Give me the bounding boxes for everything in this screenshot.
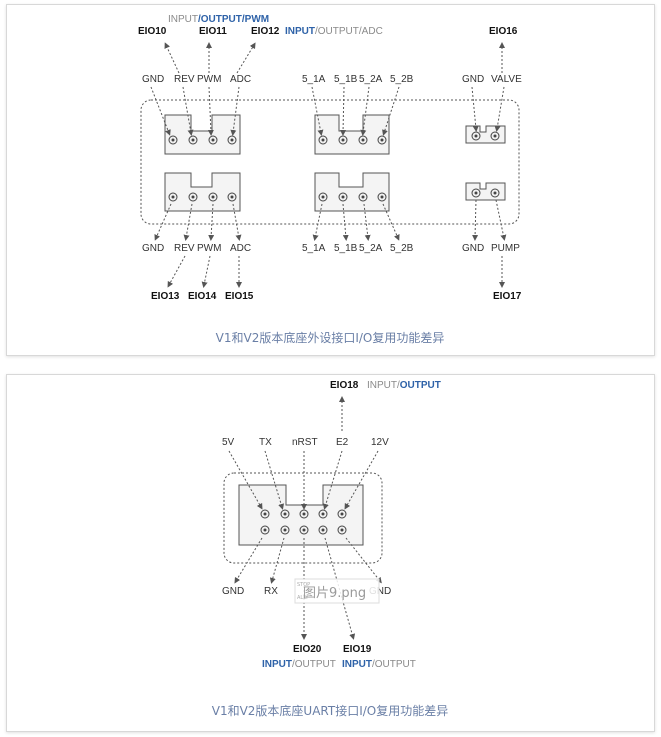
pin-row bbox=[260, 525, 347, 535]
pin-label: nRST bbox=[292, 437, 318, 448]
peripheral-interface-diagram: INPUT/OUTPUT/PWM INPUT/OUTPUT/ADC EIO10 … bbox=[138, 14, 522, 345]
eio-label: EIO15 bbox=[225, 291, 254, 302]
connector-housing bbox=[164, 114, 241, 155]
pin-label: RX bbox=[264, 586, 278, 597]
uart-interface-diagram: EIO18 INPUT/OUTPUT 5V TX nRST E2 12V bbox=[212, 380, 449, 718]
pin-label: 5_2B bbox=[390, 74, 414, 85]
image-watermark: STOP ALLY 图片9.png bbox=[294, 578, 380, 604]
pin-label: GND bbox=[222, 586, 244, 597]
uart-interface-diagram-panel: EIO18 INPUT/OUTPUT 5V TX nRST E2 12V bbox=[6, 374, 655, 732]
pin-leads-top bbox=[228, 450, 379, 510]
eio-label: EIO11 bbox=[199, 26, 227, 37]
lead-line bbox=[201, 255, 211, 288]
pin-label: 5_2A bbox=[359, 74, 383, 85]
eio-label: EIO12 bbox=[251, 26, 280, 37]
board-outline bbox=[140, 99, 520, 225]
pin-row bbox=[168, 131, 500, 145]
pin-label: GND bbox=[462, 74, 484, 85]
eio-label: EIO10 bbox=[138, 26, 167, 37]
diagram-caption: V1和V2版本底座外设接口I/O复用功能差异 bbox=[216, 330, 445, 345]
eio-label: EIO16 bbox=[489, 26, 518, 37]
eio-label: EIO19 bbox=[343, 644, 372, 655]
pin-label: 5V bbox=[222, 437, 235, 448]
pin-label: REV bbox=[174, 74, 195, 85]
pin-label: REV bbox=[174, 243, 195, 254]
lead-line bbox=[236, 42, 256, 74]
connector-housing bbox=[314, 114, 390, 155]
pin-leads-bottom bbox=[154, 199, 507, 241]
pin-label: PUMP bbox=[491, 243, 520, 254]
eio-label: EIO13 bbox=[151, 291, 180, 302]
board-outline bbox=[223, 472, 383, 564]
pin-label: GND bbox=[369, 586, 391, 597]
mode-legend-adc: INPUT/OUTPUT/ADC bbox=[285, 26, 383, 37]
eio-label: EIO17 bbox=[493, 291, 522, 302]
pin-label: 5_1A bbox=[302, 74, 326, 85]
pin-row bbox=[260, 509, 347, 519]
svg-text:图片9.png: 图片9.png bbox=[303, 586, 366, 601]
lead-line bbox=[167, 255, 186, 288]
mode-legend-uart-bottom: INPUT/OUTPUT bbox=[342, 659, 416, 670]
pin-label: PWM bbox=[197, 74, 221, 85]
pin-label: 5_1A bbox=[302, 243, 326, 254]
pin-label: E2 bbox=[336, 437, 349, 448]
eio-label: EIO18 bbox=[330, 380, 359, 391]
pin-label: PWM bbox=[197, 243, 221, 254]
eio-label: EIO20 bbox=[293, 644, 322, 655]
pin-label: GND bbox=[142, 243, 164, 254]
pin-label: GND bbox=[462, 243, 484, 254]
pin-label: 5_1B bbox=[334, 243, 358, 254]
mode-legend-pwm: INPUT/OUTPUT/PWM bbox=[168, 14, 269, 25]
pin-label: ADC bbox=[230, 74, 251, 85]
pin-label: VALVE bbox=[491, 74, 522, 85]
pin-label: 5_2B bbox=[390, 243, 414, 254]
svg-text:STOP: STOP bbox=[297, 582, 310, 588]
mode-legend-uart-top: INPUT/OUTPUT bbox=[367, 380, 441, 391]
peripheral-interface-diagram-panel: INPUT/OUTPUT/PWM INPUT/OUTPUT/ADC EIO10 … bbox=[6, 4, 655, 356]
mode-legend-uart-bottom: INPUT/OUTPUT bbox=[262, 659, 336, 670]
lead-line bbox=[164, 42, 180, 74]
pin-label: 5_1B bbox=[334, 74, 358, 85]
pin-label: GND bbox=[142, 74, 164, 85]
pin-label: 5_2A bbox=[359, 243, 383, 254]
pin-label: TX bbox=[259, 437, 272, 448]
pin-leads-top bbox=[150, 86, 505, 136]
svg-text:ALLY: ALLY bbox=[297, 595, 309, 601]
diagram-caption: V1和V2版本底座UART接口I/O复用功能差异 bbox=[212, 703, 449, 718]
connector-housing bbox=[164, 172, 241, 212]
pin-label: 12V bbox=[371, 437, 389, 448]
eio-label: EIO14 bbox=[188, 291, 217, 302]
pin-row bbox=[168, 188, 500, 202]
connector-housing bbox=[314, 172, 390, 212]
pin-label: ADC bbox=[230, 243, 251, 254]
